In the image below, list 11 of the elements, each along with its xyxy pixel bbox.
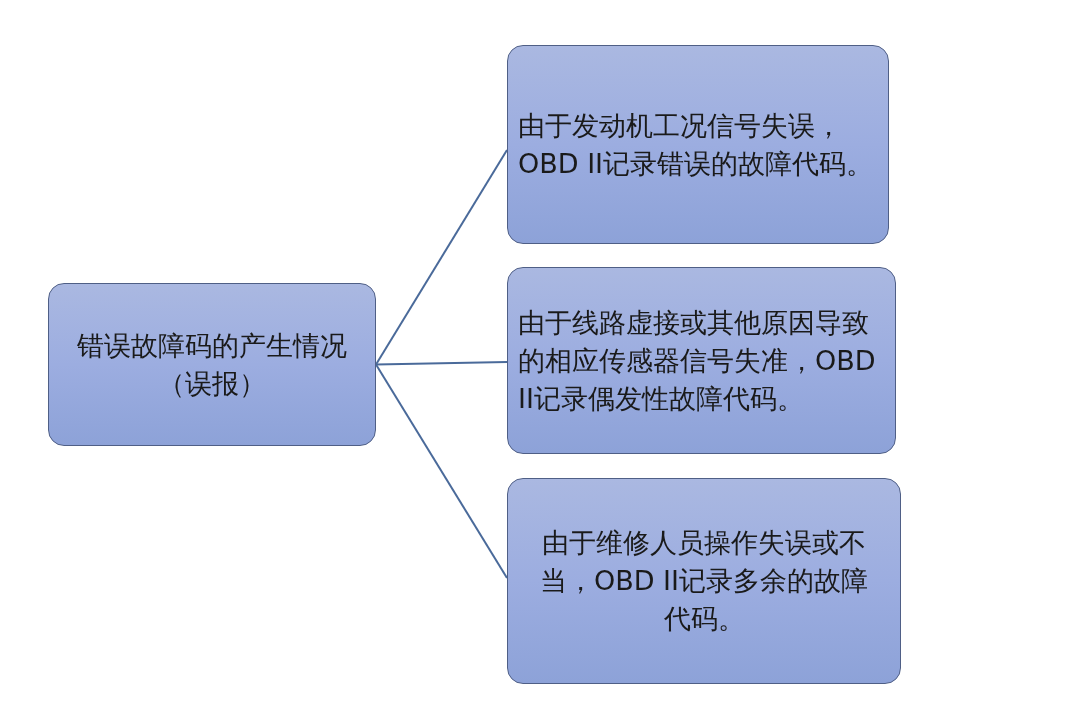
box-text: 错误故障码的产生情况（误报） <box>76 328 348 401</box>
rounded-box <box>507 478 901 684</box>
connector-line <box>375 361 508 366</box>
rounded-box <box>507 267 896 454</box>
connector-line <box>375 149 508 366</box>
rounded-box <box>507 45 889 244</box>
box-text: 由于维修人员操作失误或不当，OBD II记录多余的故障代码。 <box>538 526 870 636</box>
connector-line <box>375 363 508 579</box>
box-text: 由于线路虚接或其他原因导致的相应传感器信号失准，OBD II记录偶发性故障代码。 <box>518 305 877 416</box>
box-text: 由于发动机工况信号失误，OBD II记录错误的故障代码。 <box>518 108 875 181</box>
rounded-box <box>48 283 376 446</box>
